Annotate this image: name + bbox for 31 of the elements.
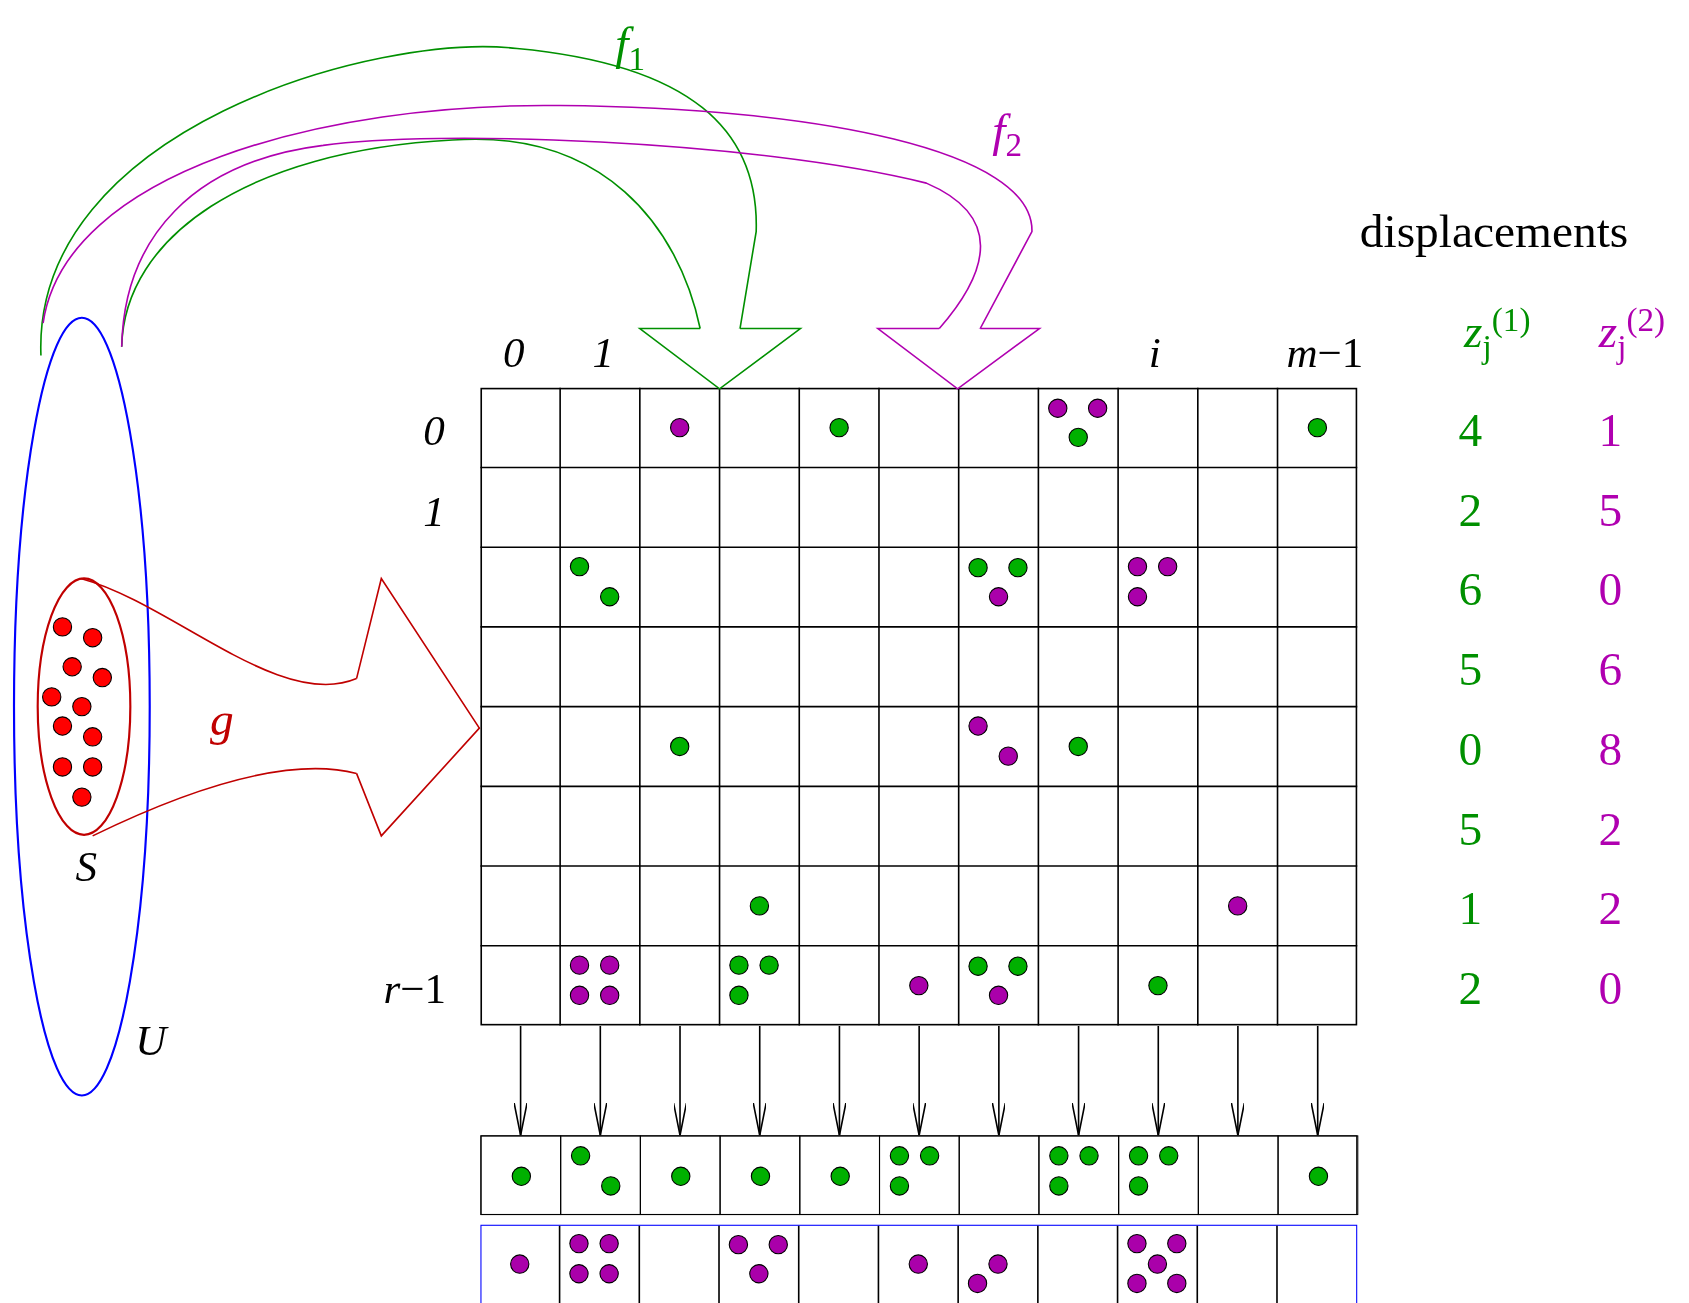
edge-label: f$_{2}$ xyxy=(992,106,1023,163)
bucket-cell xyxy=(878,1134,960,1215)
table-value: 6 xyxy=(1458,566,1483,614)
table-value: 1 xyxy=(1598,407,1623,455)
table-value: 5 xyxy=(1598,486,1623,535)
table-value: 2 xyxy=(1458,965,1483,1013)
table-value: 2 xyxy=(1458,486,1483,535)
table-value: 4 xyxy=(1458,407,1483,455)
table-value: 0 xyxy=(1598,965,1623,1013)
table-value: 5 xyxy=(1458,805,1483,854)
table-value: 2 xyxy=(1598,885,1623,933)
table-value: 5 xyxy=(1458,646,1483,694)
set-label: U xyxy=(135,1019,167,1063)
row-index: r−1 xyxy=(383,967,446,1011)
table-value: 8 xyxy=(1598,726,1623,774)
column-index: 1 xyxy=(592,331,614,375)
heading: displacements xyxy=(1359,207,1629,256)
column-index: i xyxy=(1148,331,1161,375)
column-index: m−1 xyxy=(1286,331,1364,375)
row-index: 1 xyxy=(423,490,445,534)
table-value: 0 xyxy=(1458,726,1483,774)
table-value: 1 xyxy=(1458,885,1483,933)
table-value: 0 xyxy=(1598,566,1623,614)
table-value: 6 xyxy=(1598,646,1623,694)
edge-label: f$_{1}$ xyxy=(615,20,646,77)
bucket-row xyxy=(480,1135,1358,1216)
set-label: S xyxy=(75,845,97,889)
column-index: 0 xyxy=(503,331,525,375)
table-value: 2 xyxy=(1598,805,1623,854)
row-index: 0 xyxy=(423,409,445,453)
edge-label: g xyxy=(210,695,234,744)
